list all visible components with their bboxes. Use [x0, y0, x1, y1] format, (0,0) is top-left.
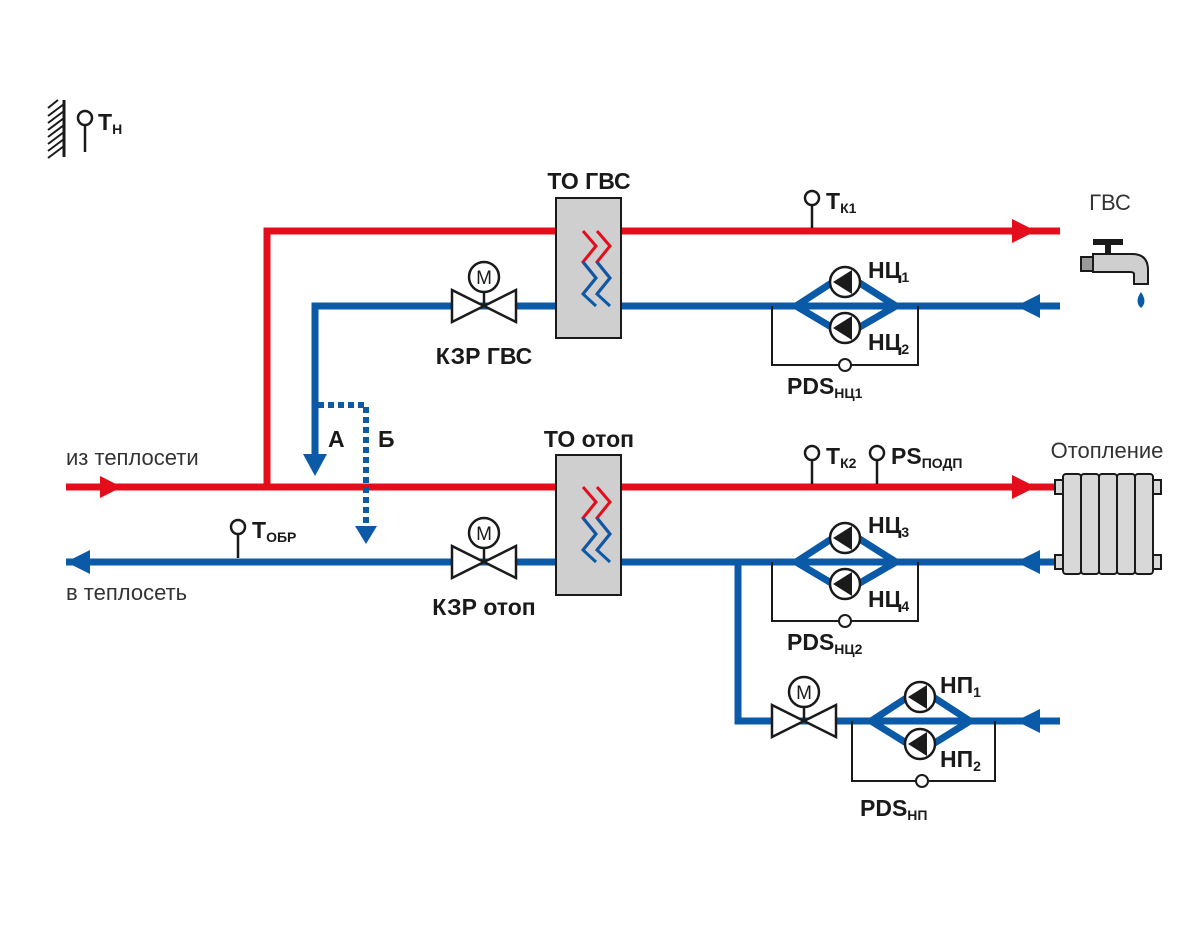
tobr-sensor-icon [229, 518, 247, 558]
to-gvs-label: ТО ГВС [547, 168, 630, 194]
valve-kzr-gvs-icon: M [450, 260, 518, 325]
pds-np-sensor-icon [851, 721, 996, 788]
nc1-label: НЦ1 [868, 257, 909, 285]
tobr-label: TОБР [252, 517, 296, 545]
otoplenie-label: Отопление [1051, 438, 1164, 463]
kzr-otop-label: КЗР отоп [432, 594, 535, 620]
pump-nc1-icon [828, 265, 862, 299]
outdoor-wall-icon [47, 99, 66, 159]
svg-text:M: M [476, 524, 492, 545]
tk2-label: TК2 [826, 443, 857, 471]
water-tap-icon [1080, 239, 1149, 308]
ps-podp-label: PSПОДП [891, 443, 963, 471]
nc3-label: НЦ3 [868, 512, 909, 540]
pds-np-label: PDSНП [860, 795, 927, 823]
svg-text:M: M [476, 268, 492, 289]
pump-np1-icon [903, 680, 937, 714]
pump-nc3-icon [828, 521, 862, 555]
gvs-label: ГВС [1089, 190, 1131, 215]
label-b: Б [378, 426, 395, 452]
pds-nc2-label: PDSНЦ2 [787, 629, 863, 657]
ps-podp-sensor-icon [868, 444, 886, 484]
outdoor-temp-label: TН [98, 109, 122, 137]
kzr-gvs-label: КЗР ГВС [436, 343, 532, 369]
label-a: А [328, 426, 345, 452]
pds-nc1-label: PDSНЦ1 [787, 373, 863, 401]
heat-exchanger-gvs [555, 197, 622, 339]
tk2-sensor-icon [803, 444, 821, 484]
nc4-label: НЦ4 [868, 586, 909, 614]
to-otop-label: ТО отоп [544, 426, 634, 452]
pds-nc2-sensor-icon [771, 562, 919, 628]
iz-teploseti-label: из теплосети [66, 445, 199, 470]
nc2-label: НЦ2 [868, 329, 909, 357]
radiator-icon [1054, 473, 1162, 575]
return-flow-arrows [66, 294, 1040, 733]
svg-text:M: M [796, 683, 812, 704]
pump-nc2-icon [828, 311, 862, 345]
supply-flow-arrows [100, 219, 1036, 499]
pump-np2-icon [903, 727, 937, 761]
np1-label: НП1 [940, 672, 981, 700]
valve-makeup-icon: M [770, 675, 838, 740]
heat-exchanger-otop [555, 454, 622, 596]
outdoor-temp-sensor-icon [76, 109, 94, 152]
tk1-label: TК1 [826, 188, 857, 216]
np2-label: НП2 [940, 746, 981, 774]
v-teploset-label: в теплосеть [66, 580, 187, 605]
bypass-dashed-line [318, 402, 377, 544]
tk1-sensor-icon [803, 189, 821, 228]
valve-kzr-otop-icon: M [450, 516, 518, 581]
pump-nc4-icon [828, 567, 862, 601]
pds-nc1-sensor-icon [771, 306, 919, 372]
